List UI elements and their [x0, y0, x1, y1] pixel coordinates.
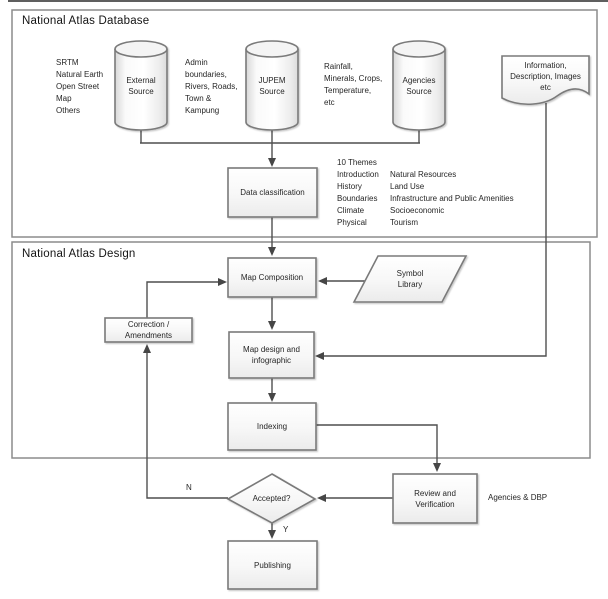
review-verification-label: Review and Verification	[414, 488, 456, 509]
themes-column-1: Introduction History Boundaries Climate …	[337, 170, 379, 227]
map-design-infographic-label: Map design and infographic	[243, 345, 300, 365]
arrow-indexing-to-review	[316, 424, 441, 472]
arrow-document-to-mapdesign	[315, 103, 547, 360]
external-source-label: External Source	[126, 76, 156, 96]
agencies-source-caption: Rainfall, Minerals, Crops, Temperature, …	[324, 62, 383, 107]
data-classification-box	[227, 167, 318, 218]
themes-title: 10 Themes	[337, 158, 377, 167]
connectors	[140, 103, 547, 539]
indexing-label: Indexing	[256, 422, 288, 431]
jupem-source-label: JUPEM Source	[258, 76, 286, 96]
symbol-library-parallelogram	[352, 255, 468, 303]
information-document-label: Information, Description, Images etc	[510, 61, 581, 92]
no-branch-label: N	[186, 483, 192, 492]
map-composition-box	[227, 257, 317, 298]
agencies-source-cylinder	[392, 40, 446, 131]
database-section-title: National Atlas Database	[22, 15, 150, 27]
design-section-title: National Atlas Design	[22, 248, 136, 260]
accepted-decision-diamond	[226, 473, 317, 524]
arrow-accepted-no-to-correction	[143, 344, 228, 499]
review-verification-box	[392, 473, 478, 524]
external-source-caption: SRTM Natural Earth Open Street Map Other…	[56, 58, 104, 115]
external-source-cylinder	[114, 40, 168, 131]
jupem-source-cylinder-top	[245, 40, 299, 58]
jupem-source-cylinder	[245, 40, 299, 131]
jupem-source-caption: Admin boundaries, Rivers, Roads, Town & …	[185, 58, 238, 115]
publishing-box	[227, 540, 318, 590]
agencies-dbp-label: Agencies & DBP	[488, 493, 548, 502]
information-document-shape	[501, 55, 590, 105]
correction-amendments-box	[104, 317, 193, 343]
map-composition-label: Map Composition	[240, 273, 304, 282]
arrow-correction-to-composition	[146, 278, 227, 318]
indexing-box	[227, 402, 317, 451]
database-section-box	[11, 9, 598, 238]
correction-amendments-label: Correction / Amendments	[124, 320, 173, 340]
symbol-library-label: Symbol Library	[396, 269, 424, 289]
themes-column-2: Natural Resources Land Use Infrastructur…	[390, 170, 514, 227]
external-source-cylinder-top	[114, 40, 168, 58]
nodes	[104, 40, 590, 590]
agencies-source-cylinder-top	[392, 40, 446, 58]
publishing-label: Publishing	[254, 560, 291, 570]
yes-branch-label: Y	[283, 525, 289, 534]
data-classification-label: Data classification	[240, 188, 305, 197]
map-design-infographic-box	[228, 331, 315, 379]
accepted-decision-label: Accepted?	[252, 494, 291, 503]
agencies-source-label: Agencies Source	[402, 76, 436, 96]
